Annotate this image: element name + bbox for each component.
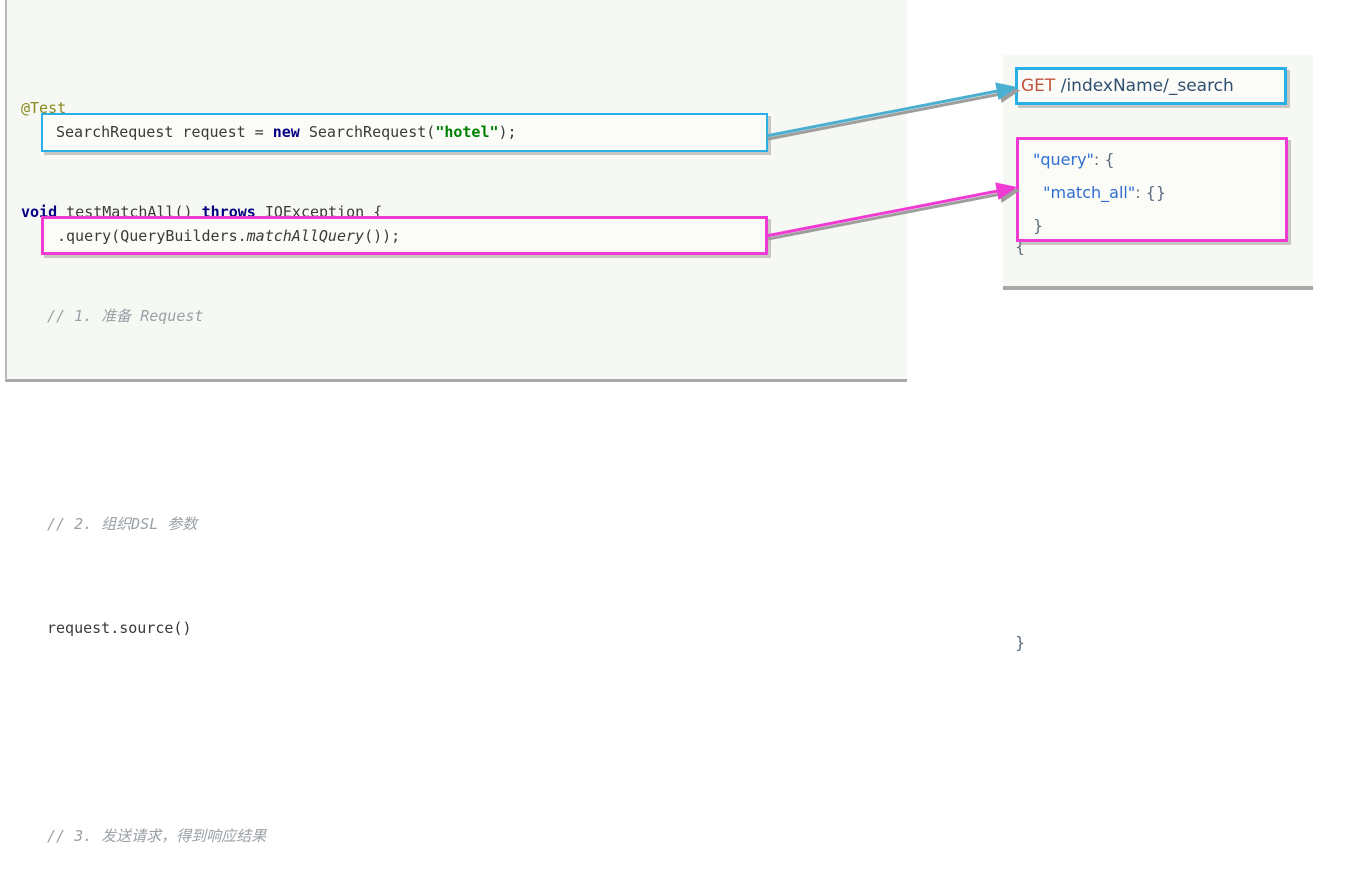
code-line-comment-1: // 1. 准备 Request [21,303,706,329]
ctor-call: SearchRequest( [299,123,436,141]
highlight-box-query-line[interactable]: .query(QueryBuilders.matchAllQuery()); [41,216,768,255]
java-code-panel: @Test void testMatchAll() throws IOExcep… [5,0,907,845]
query-call-head: .query(QueryBuilders. [57,227,247,245]
dsl-line-root-open: { [1015,230,1035,263]
source-call-token: request.source() [47,619,192,637]
open-brace: { [373,203,383,221]
code-line-comment-2: // 2. 组织DSL 参数 [21,511,706,537]
highlight-box-search-request[interactable]: SearchRequest request = new SearchReques… [41,113,768,152]
code-line-comment-3: // 3. 发送请求，得到响应结果 [21,823,706,849]
dsl-http-request-line: GET /indexName/_search [1018,70,1284,103]
colon-empty-obj: : {} [1135,183,1167,202]
comment-token-1: // 1. 准备 Request [47,307,204,325]
comment-token-2: // 2. 组织DSL 参数 [47,515,198,533]
code-line-query-placeholder [21,719,706,745]
dsl-line-query-placeholder-3 [1015,527,1035,560]
highlight-box-dsl-query[interactable]: "query": { "match_all": {}} [1016,137,1288,242]
dsl-line-root-close: } [1015,626,1035,659]
code-line-annotation: @Test [21,95,706,121]
key-match-all: "match_all" [1043,183,1136,202]
var-request: request = [173,123,273,141]
code-line-source-call: request.source() [21,615,706,641]
http-path: /indexName/_search [1055,76,1234,96]
code-line-search-request-placeholder [21,407,706,433]
dsl-line-query-placeholder-1 [1015,329,1035,362]
dsl-line-query-placeholder-2 [1015,428,1035,461]
boxed-code-query-line: .query(QueryBuilders.matchAllQuery()); [44,219,765,254]
dsl-query-body: "query": { "match_all": {}} [1019,140,1285,242]
keyword-new: new [272,123,300,141]
query-call-tail: ()); [364,227,401,245]
dsl-line-query-key: "query": { [1033,143,1285,176]
query-call-italic: matchAllQuery [246,227,365,245]
brace-close-query: } [1033,216,1044,235]
comment-token-3: // 3. 发送请求，得到响应结果 [47,827,267,845]
brace-open-root: { [1015,237,1026,256]
annotation-token: @Test [21,99,67,117]
colon-brace-query: : { [1093,150,1115,169]
http-verb: GET [1021,76,1056,96]
dsl-line-match-all: "match_all": {} [1033,176,1285,209]
ctor-tail: ); [498,123,517,141]
brace-close-root: } [1015,633,1026,652]
key-query: "query" [1033,150,1094,169]
type-search-request: SearchRequest [56,123,174,141]
highlight-box-http-request[interactable]: GET /indexName/_search [1015,67,1287,105]
boxed-code-search-request: SearchRequest request = new SearchReques… [43,115,766,150]
dsl-line-query-close: } [1033,209,1285,242]
string-hotel: "hotel" [435,123,499,141]
